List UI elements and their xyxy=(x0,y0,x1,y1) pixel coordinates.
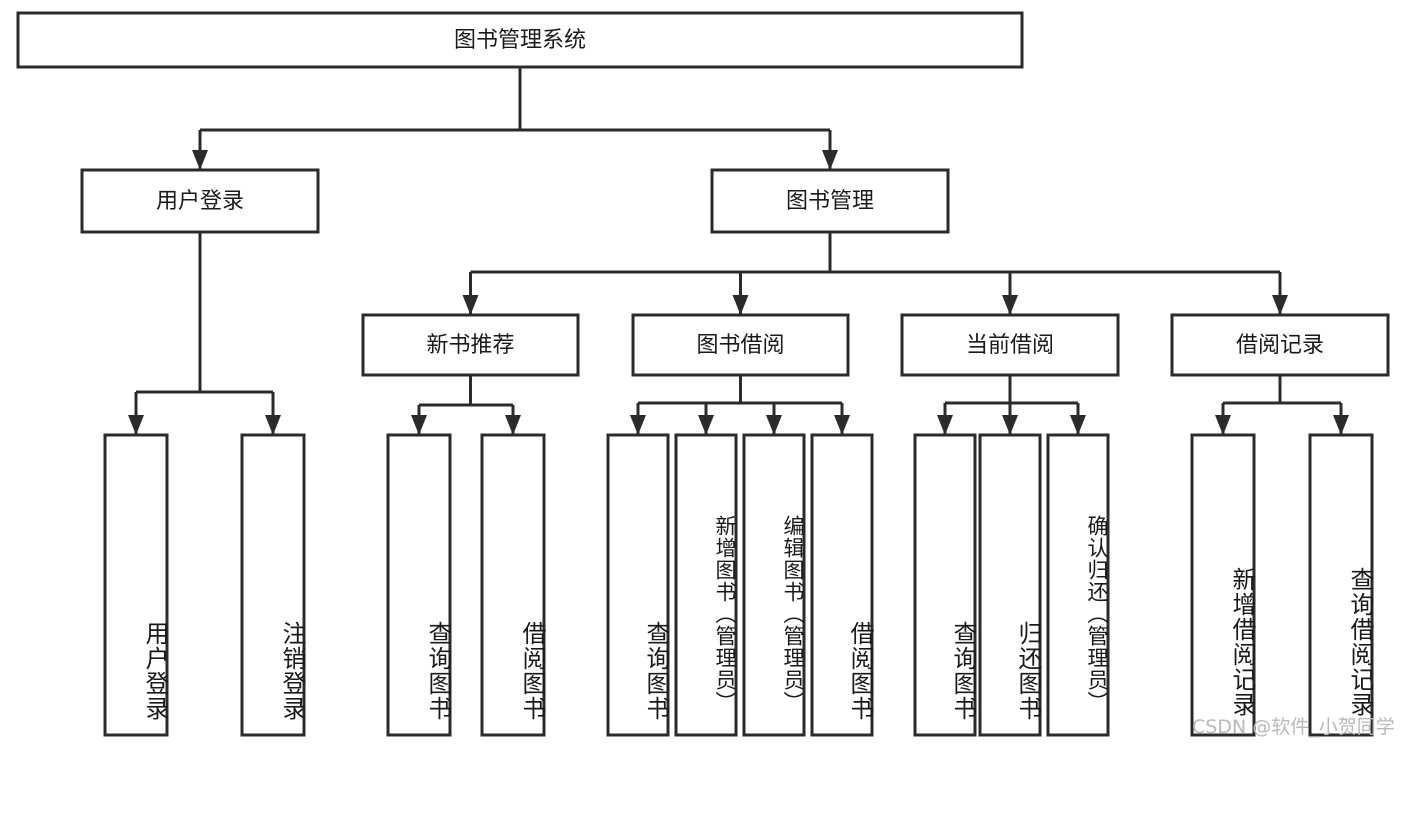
leaf-node-box-4 xyxy=(606,433,670,737)
arrow-head-icon xyxy=(1070,415,1086,435)
arrow-head-icon xyxy=(192,150,208,170)
leaf-node-box-1 xyxy=(240,433,306,737)
arrow-head-icon xyxy=(766,415,782,435)
level3-node-box-2 xyxy=(900,313,1120,377)
leaf-node-box-12 xyxy=(1308,433,1374,737)
arrow-head-icon xyxy=(1002,295,1018,315)
arrow-head-icon xyxy=(732,295,749,315)
level3-node-label-2: 当前借阅 xyxy=(966,333,1054,358)
arrow-head-icon xyxy=(128,415,144,435)
level3-node-box-1 xyxy=(631,313,850,377)
level2-node-box-0 xyxy=(80,168,320,234)
arrow-head-icon xyxy=(1215,415,1231,435)
arrow-head-icon xyxy=(834,415,850,435)
leaf-node-box-6 xyxy=(742,433,806,737)
box-layer xyxy=(16,11,1390,737)
leaf-node-box-11 xyxy=(1190,433,1256,737)
level3-node-box-3 xyxy=(1170,313,1390,377)
arrow-head-icon xyxy=(1002,415,1018,435)
arrow-head-icon xyxy=(937,415,953,435)
leaf-node-box-3 xyxy=(480,433,546,737)
csdn-watermark: CSDN @软件_小贺同学 xyxy=(1192,716,1395,738)
leaf-node-box-7 xyxy=(810,433,874,737)
arrow-head-icon xyxy=(1272,295,1288,315)
system-function-tree-diagram: 图书管理系统用户登录图书管理新书推荐图书借阅当前借阅借阅记录 用户登录注销登录查… xyxy=(16,11,1395,738)
arrow-head-icon xyxy=(630,415,646,435)
root-node-box xyxy=(16,11,1024,69)
level3-node-label-1: 图书借阅 xyxy=(696,333,784,358)
arrow-head-icon xyxy=(505,415,521,435)
arrow-head-icon xyxy=(698,415,714,435)
level3-node-label-0: 新书推荐 xyxy=(426,333,514,358)
level2-node-label-0: 用户登录 xyxy=(156,189,244,214)
level2-node-box-1 xyxy=(710,168,950,234)
leaf-node-box-9 xyxy=(978,433,1042,737)
leaf-node-box-0 xyxy=(103,433,169,737)
arrow-head-icon xyxy=(411,415,427,435)
arrow-head-icon xyxy=(822,150,838,170)
root-node-label: 图书管理系统 xyxy=(454,28,586,53)
leaf-node-box-10 xyxy=(1046,433,1110,737)
leaf-node-box-8 xyxy=(913,433,977,737)
connector-layer xyxy=(128,67,1349,435)
arrow-head-icon xyxy=(462,295,479,315)
arrow-head-icon xyxy=(1333,415,1349,435)
level2-node-label-1: 图书管理 xyxy=(786,189,874,214)
level3-node-label-3: 借阅记录 xyxy=(1236,333,1324,358)
arrow-head-icon xyxy=(265,415,281,435)
level3-node-box-0 xyxy=(361,313,580,377)
leaf-node-box-2 xyxy=(386,433,452,737)
leaf-node-box-5 xyxy=(674,433,738,737)
